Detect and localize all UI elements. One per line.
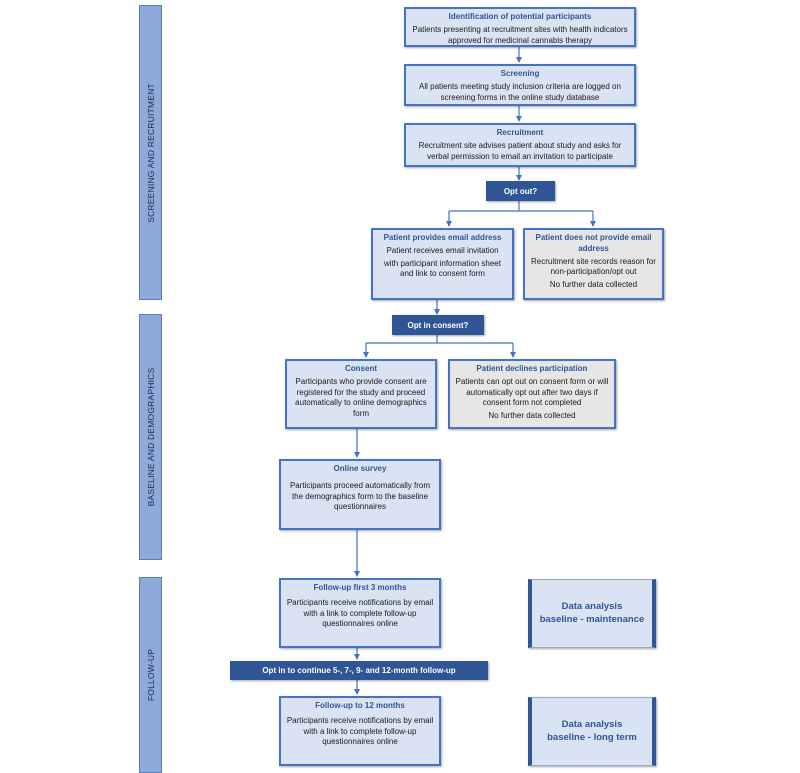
box-no-email-text: Recruitment site records reason for non-… bbox=[529, 257, 658, 291]
decision-opt-in-consent: Opt in consent? bbox=[392, 315, 484, 335]
box-provides-email-title: Patient provides email address bbox=[383, 233, 502, 242]
box-online-survey-text: Participants proceed automatically from … bbox=[289, 480, 431, 512]
box-followup-12-months-title: Follow-up to 12 months bbox=[315, 701, 405, 710]
box-declines: Patient declines participation Patients … bbox=[448, 359, 616, 429]
box-consent-text: Participants who provide consent are reg… bbox=[295, 376, 427, 419]
box-online-survey: Online survey Participants proceed autom… bbox=[279, 459, 441, 530]
section-label-followup: FOLLOW-UP bbox=[145, 648, 156, 702]
analysis-long-term-line-2: baseline - long term bbox=[547, 731, 637, 743]
section-label-screening: SCREENING AND RECRUITMENT bbox=[145, 82, 156, 223]
decision-opt-in-continue: Opt in to continue 5-, 7-, 9- and 12-mon… bbox=[230, 661, 488, 680]
box-declines-title: Patient declines participation bbox=[476, 364, 588, 373]
box-no-email: Patient does not provide email address R… bbox=[523, 228, 664, 300]
box-screening: Screening All patients meeting study inc… bbox=[404, 64, 636, 106]
box-identification: Identification of potential participants… bbox=[404, 7, 636, 47]
box-followup-12-months: Follow-up to 12 months Participants rece… bbox=[279, 696, 441, 766]
section-band-baseline: BASELINE AND DEMOGRAPHICS bbox=[139, 314, 162, 560]
box-no-email-title: Patient does not provide email address bbox=[535, 233, 652, 253]
analysis-long-term: Data analysis baseline - long term bbox=[528, 697, 656, 766]
box-online-survey-title: Online survey bbox=[333, 464, 387, 473]
analysis-maintenance-line-2: baseline - maintenance bbox=[539, 613, 645, 625]
box-recruitment: Recruitment Recruitment site advises pat… bbox=[404, 123, 636, 167]
box-provides-email-line-1: Patient receives email invitation bbox=[386, 245, 499, 255]
box-provides-email: Patient provides email address Patient r… bbox=[371, 228, 514, 300]
box-recruitment-text: Recruitment site advises patient about s… bbox=[418, 140, 622, 161]
box-declines-text: Patients can opt out on consent form or … bbox=[454, 377, 610, 422]
decision-opt-out: Opt out? bbox=[486, 181, 555, 201]
box-followup-3-months: Follow-up first 3 months Participants re… bbox=[279, 578, 441, 648]
section-band-followup: FOLLOW-UP bbox=[139, 577, 162, 773]
box-declines-line-1: Patients can opt out on consent form or … bbox=[455, 376, 609, 408]
box-screening-title: Screening bbox=[500, 69, 540, 78]
box-identification-text: Patients presenting at recruitment sites… bbox=[412, 24, 628, 45]
box-followup-3-months-title: Follow-up first 3 months bbox=[313, 583, 407, 592]
box-consent: Consent Participants who provide consent… bbox=[285, 359, 437, 429]
box-followup-3-months-text: Participants receive notifications by em… bbox=[286, 597, 434, 629]
box-no-email-line-1: Recruitment site records reason for non-… bbox=[531, 256, 656, 277]
box-declines-line-2: No further data collected bbox=[488, 411, 576, 421]
box-identification-title: Identification of potential participants bbox=[448, 12, 592, 21]
box-no-email-line-2: No further data collected bbox=[549, 280, 638, 290]
box-provides-email-line-2: with participant information sheet and l… bbox=[384, 258, 501, 279]
box-provides-email-text: Patient receives email invitation with p… bbox=[377, 246, 508, 280]
analysis-long-term-line-1: Data analysis bbox=[561, 718, 623, 730]
box-screening-text: All patients meeting study inclusion cri… bbox=[419, 81, 621, 102]
box-followup-12-months-text: Participants receive notifications by em… bbox=[286, 715, 434, 747]
analysis-maintenance-line-1: Data analysis bbox=[561, 600, 623, 612]
analysis-maintenance: Data analysis baseline - maintenance bbox=[528, 579, 656, 648]
section-label-baseline: BASELINE AND DEMOGRAPHICS bbox=[145, 367, 156, 507]
box-consent-title: Consent bbox=[345, 364, 377, 373]
box-recruitment-title: Recruitment bbox=[496, 128, 544, 137]
section-band-screening: SCREENING AND RECRUITMENT bbox=[139, 5, 162, 300]
